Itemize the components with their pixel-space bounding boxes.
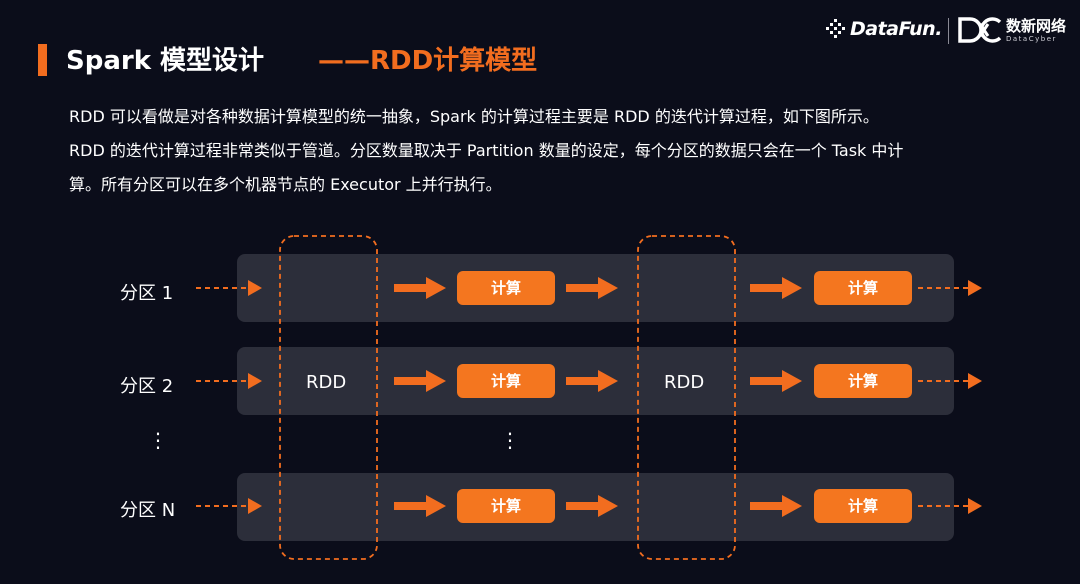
solid-arrow-1c	[750, 277, 802, 299]
datafun-logo-text: DataFun.	[850, 18, 942, 40]
datafun-logo: DataFun.	[826, 18, 942, 40]
rdd-frame-2	[637, 235, 736, 560]
solid-arrow-2c	[750, 370, 802, 392]
description-line-3: 算。所有分区可以在多个机器节点的 Executor 上并行执行。	[69, 175, 502, 194]
compute-box-1b: 计算	[814, 271, 912, 305]
compute-box-2b: 计算	[814, 364, 912, 398]
partition-label-2: 分区 2	[120, 376, 174, 397]
solid-arrow-2a	[394, 370, 446, 392]
datacyber-logo: 数新网络 DataCyber	[958, 16, 1066, 44]
rdd-label-2: RDD	[664, 372, 705, 393]
solid-arrow-nb	[566, 495, 618, 517]
datafun-dots-icon	[826, 19, 845, 38]
solid-arrow-1a	[394, 277, 446, 299]
description-paragraph: RDD 可以看做是对各种数据计算模型的统一抽象，Spark 的计算过程主要是 R…	[69, 100, 1059, 202]
rdd-frame-1	[279, 235, 378, 560]
title-accent-bar	[38, 44, 47, 76]
datacyber-en-text: DataCyber	[1006, 34, 1057, 43]
datacyber-mark-icon	[958, 17, 1002, 43]
rdd-label-1: RDD	[306, 372, 347, 393]
datacyber-cn-text: 数新网络	[1006, 16, 1067, 35]
logo-divider	[948, 18, 949, 44]
solid-arrow-1b	[566, 277, 618, 299]
solid-arrow-2b	[566, 370, 618, 392]
slide-subtitle: ——RDD计算模型	[318, 46, 538, 76]
solid-arrow-nc	[750, 495, 802, 517]
compute-box-1a: 计算	[457, 271, 555, 305]
slide-title: Spark 模型设计	[66, 46, 265, 76]
partition-label-1: 分区 1	[120, 283, 174, 304]
compute-box-na: 计算	[457, 489, 555, 523]
description-line-1: RDD 可以看做是对各种数据计算模型的统一抽象，Spark 的计算过程主要是 R…	[69, 107, 879, 126]
compute-box-nb: 计算	[814, 489, 912, 523]
compute-box-2a: 计算	[457, 364, 555, 398]
solid-arrow-na	[394, 495, 446, 517]
partition-label-n: 分区 N	[120, 500, 176, 521]
description-line-2: RDD 的迭代计算过程非常类似于管道。分区数量取决于 Partition 数量的…	[69, 141, 904, 160]
